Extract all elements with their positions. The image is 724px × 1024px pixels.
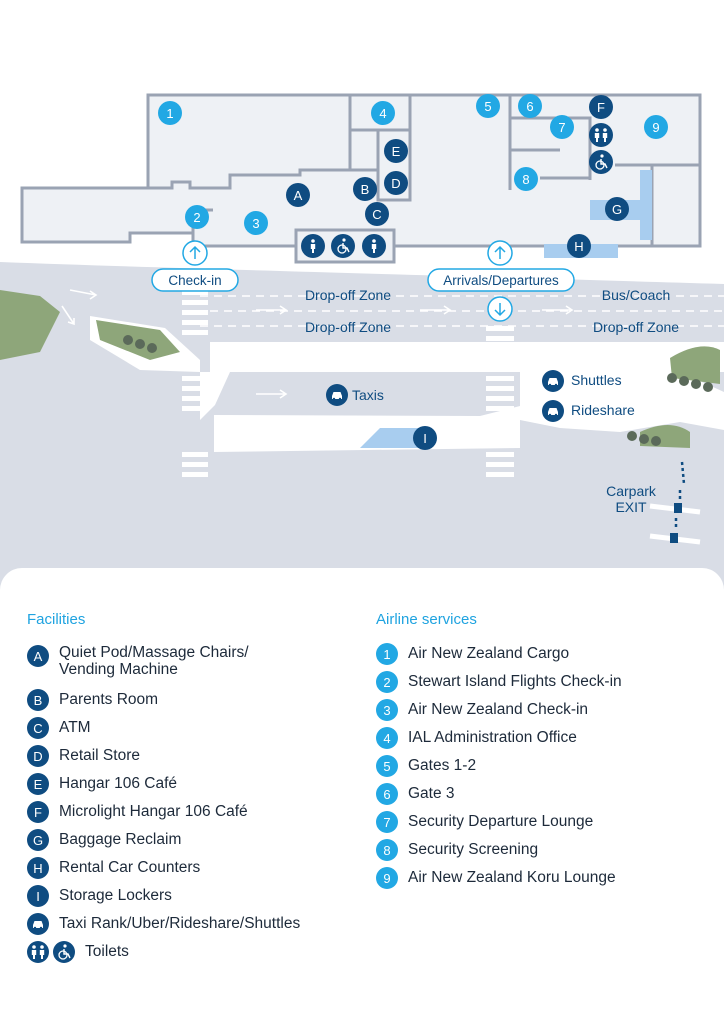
legend-panel [0,568,724,1024]
facility-item-toilets: Toilets [27,940,129,964]
toilets-icon [27,941,49,963]
crosswalk-center [486,326,514,477]
marker-F[interactable]: F [589,95,613,119]
taxi-icon [27,913,49,935]
marker-8[interactable]: 8 [514,167,538,191]
svg-text:3: 3 [252,216,259,231]
marker-B[interactable]: B [353,177,377,201]
svg-text:9: 9 [652,120,659,135]
airline-item-3: 3 Air New Zealand Check-in [376,698,588,722]
svg-text:G: G [612,202,622,217]
marker-1[interactable]: 1 [158,101,182,125]
marker-H[interactable]: H [567,234,591,258]
facility-item-B: B Parents Room [27,688,158,712]
airline-item-8: 8 Security Screening [376,838,538,862]
taxis-label: Taxis [352,387,384,403]
airline-item-4: 4 IAL Administration Office [376,726,577,750]
svg-text:B: B [361,182,370,197]
marker-5[interactable]: 5 [476,94,500,118]
dropoff-zone-label-bottom: Drop-off Zone [305,319,391,335]
bus-coach-label: Bus/Coach [602,287,670,303]
carpark-exit-label: EXIT [615,499,647,515]
svg-text:8: 8 [522,172,529,187]
svg-text:1: 1 [166,106,173,121]
taxis-marker[interactable]: Taxis [326,384,384,406]
marker-A[interactable]: A [286,183,310,207]
dropoff-zone-label-right: Drop-off Zone [593,319,679,335]
marker-D[interactable]: D [384,171,408,195]
svg-text:7: 7 [558,120,565,135]
airline-item-9: 9 Air New Zealand Koru Lounge [376,866,616,890]
facility-item-E: E Hangar 106 Café [27,772,177,796]
checkin-entrance[interactable]: Check-in [151,240,239,292]
airline-item-6: 6 Gate 3 [376,782,455,806]
facility-item-A: A Quiet Pod/Massage Chairs/Vending Machi… [27,644,249,684]
facility-item-H: H Rental Car Counters [27,856,200,880]
checkin-label: Check-in [168,273,221,288]
marker-G[interactable]: G [605,197,629,221]
facility-item-F: F Microlight Hangar 106 Café [27,800,248,824]
arrivals-departures-label: Arrivals/Departures [443,273,559,288]
airline-item-5: 5 Gates 1-2 [376,754,476,778]
lockers-island [214,406,520,452]
svg-text:5: 5 [484,99,491,114]
marker-7[interactable]: 7 [550,115,574,139]
marker-9[interactable]: 9 [644,115,668,139]
marker-C[interactable]: C [365,202,389,226]
facility-badge-A: A [27,645,49,667]
crosswalk-left [182,290,208,477]
svg-text:6: 6 [526,99,533,114]
svg-text:E: E [392,144,401,159]
svg-text:4: 4 [379,106,386,121]
facility-item-C: C ATM [27,716,91,740]
arrivals-departures-entrance[interactable]: Arrivals/Departures [427,240,575,322]
airline-item-2: 2 Stewart Island Flights Check-in [376,670,622,694]
marker-E[interactable]: E [384,139,408,163]
svg-text:F: F [597,100,605,115]
marker-3[interactable]: 3 [244,211,268,235]
dropoff-zone-label-top: Drop-off Zone [305,287,391,303]
marker-4[interactable]: 4 [371,101,395,125]
shuttles-marker[interactable]: Shuttles [542,370,622,392]
rideshare-marker[interactable]: Rideshare [542,400,635,422]
svg-text:D: D [391,176,400,191]
svg-text:H: H [574,239,583,254]
grass-left [0,290,60,360]
airport-map: Check-in Arrivals/Departures Drop-off Zo… [0,93,724,600]
facility-item-D: D Retail Store [27,744,140,768]
svg-text:C: C [372,207,381,222]
median-strip [210,342,724,372]
carpark-exit-barriers [649,461,701,545]
svg-text:A: A [294,188,303,203]
carpark-label: Carpark [606,483,657,499]
accessible-toilet-icon [53,941,75,963]
marker-I[interactable]: I [413,426,437,450]
marker-6[interactable]: 6 [518,94,542,118]
facilities-title: Facilities [27,611,86,628]
facility-item-I: I Storage Lockers [27,884,172,908]
facility-item-G: G Baggage Reclaim [27,828,181,852]
shuttles-label: Shuttles [571,372,622,388]
svg-text:I: I [423,431,427,446]
airline-item-7: 7 Security Departure Lounge [376,810,593,834]
toilets-icon-map[interactable] [301,123,613,258]
svg-text:2: 2 [193,210,200,225]
airline-item-1: 1 Air New Zealand Cargo [376,642,569,666]
facility-item-taxi: Taxi Rank/Uber/Rideshare/Shuttles [27,912,300,936]
rideshare-label: Rideshare [571,402,635,418]
airline-services-title: Airline services [376,611,477,628]
marker-2[interactable]: 2 [185,205,209,229]
